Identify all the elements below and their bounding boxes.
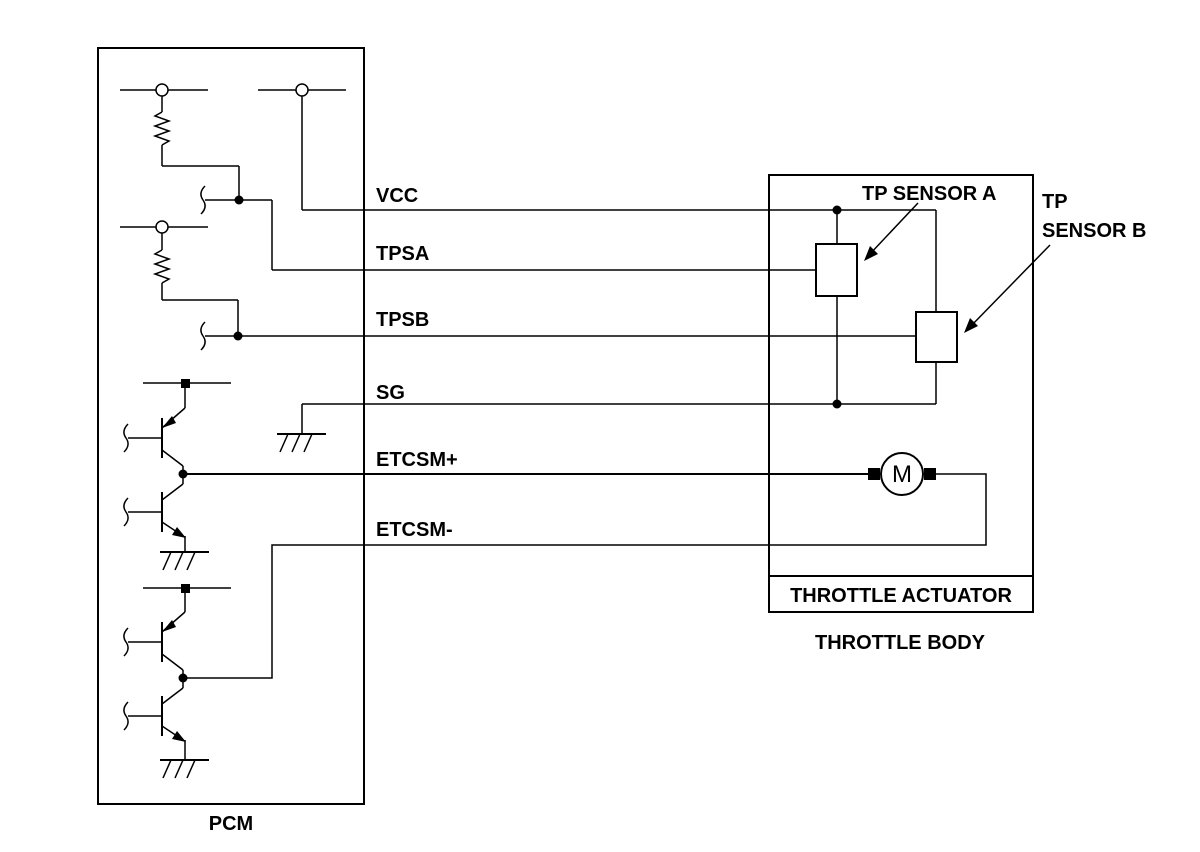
tpsa-label: TPSA (376, 243, 429, 265)
terminal-square-icon (181, 584, 190, 593)
etcsm-plus-driver (123, 379, 231, 571)
arrow-icon (964, 244, 1051, 333)
ground-icon (160, 551, 209, 571)
tp-sensor-b-label-line1: TP (1042, 191, 1068, 213)
tp-sensor-b-icon (915, 311, 958, 363)
throttle-body-label: THROTTLE BODY (815, 632, 986, 654)
vcc-supply (258, 83, 346, 210)
terminal-icon (155, 220, 169, 234)
throttle-actuator-label: THROTTLE ACTUATOR (790, 585, 1012, 607)
input-signal-icon (200, 185, 206, 215)
tp-sensor-network (815, 205, 958, 409)
sg-label: SG (376, 382, 405, 404)
tp-sensor-b-label-line2: SENSOR B (1042, 220, 1146, 242)
tp-sensor-a-label: TP SENSOR A (862, 183, 996, 205)
etcsm-minus-wire (183, 473, 987, 679)
terminal-icon (155, 83, 169, 97)
tpsa-pullup-circuit (120, 83, 273, 270)
vcc-label: VCC (376, 185, 418, 207)
transistor-icon (123, 678, 186, 760)
pcm-box (97, 47, 365, 805)
etcsm-minus-driver (123, 584, 231, 779)
transistor-icon (123, 474, 186, 552)
etcsm-minus-label: ETCSM- (376, 519, 453, 541)
throttle-actuator-box (768, 174, 1034, 613)
tpsb-pullup-circuit (120, 220, 243, 351)
resistor-icon (152, 249, 172, 284)
transistor-icon (123, 611, 186, 678)
junction-dot (832, 399, 842, 409)
motor-icon: M (868, 452, 936, 496)
arrow-icon (864, 202, 919, 261)
tpsb-label: TPSB (376, 309, 429, 331)
tp-sensor-a-icon (815, 243, 858, 297)
etcsm-plus-label: ETCSM+ (376, 449, 458, 471)
resistor-icon (152, 111, 172, 146)
sg-ground (277, 404, 326, 453)
motor-symbol: M (892, 461, 912, 488)
pcm-label: PCM (209, 813, 253, 835)
terminal-square-icon (181, 379, 190, 388)
ground-icon (277, 433, 326, 453)
ground-icon (160, 759, 209, 779)
terminal-icon (295, 83, 309, 97)
junction-dot (832, 205, 842, 215)
input-signal-icon (200, 321, 206, 351)
